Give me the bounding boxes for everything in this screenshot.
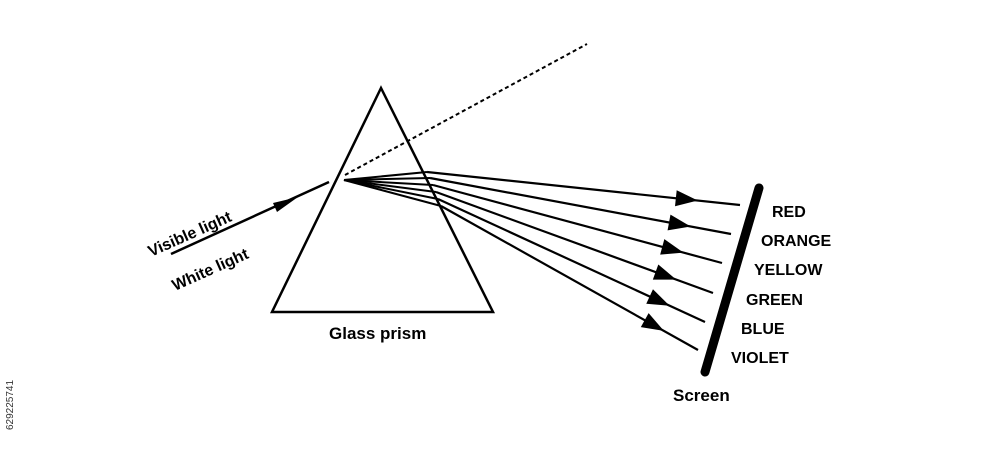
- color-label-yellow: YELLOW: [754, 262, 823, 279]
- color-label-blue: BLUE: [741, 321, 785, 338]
- ray-arrowhead-yellow: [660, 239, 684, 255]
- color-label-red: RED: [772, 204, 806, 221]
- ray-arrowhead-violet: [640, 313, 664, 331]
- stock-id-text: 629225741: [5, 380, 16, 430]
- color-label-green: GREEN: [746, 292, 803, 309]
- color-labels: RED ORANGE YELLOW GREEN BLUE VIOLET: [731, 204, 832, 367]
- screen-label: Screen: [673, 386, 730, 405]
- ray-inner-yellow: [343, 179, 434, 186]
- white-light-label: White light: [170, 246, 252, 295]
- incoming-ray-arrowhead: [273, 197, 298, 212]
- ray-arrowhead-green: [652, 264, 677, 280]
- glass-prism: [270, 85, 496, 314]
- ray-inner-green: [343, 179, 437, 193]
- ray-arrowhead-blue: [646, 289, 670, 306]
- ray-inner-orange: [343, 177, 431, 181]
- screen-bar: [700, 183, 764, 377]
- dispersed-rays: [343, 170, 741, 351]
- ray-inner-red: [343, 171, 428, 181]
- ray-arrowhead-red: [675, 190, 698, 207]
- prism-label: Glass prism: [329, 324, 426, 343]
- visible-light-label: Visible light: [146, 208, 235, 260]
- undeviated-path-dotted-line: [344, 43, 588, 176]
- color-label-orange: ORANGE: [761, 233, 832, 250]
- ray-arrowhead-orange: [667, 214, 691, 231]
- ray-inner-violet: [343, 179, 442, 207]
- color-label-violet: VIOLET: [731, 350, 789, 367]
- incoming-light-ray: [170, 180, 330, 256]
